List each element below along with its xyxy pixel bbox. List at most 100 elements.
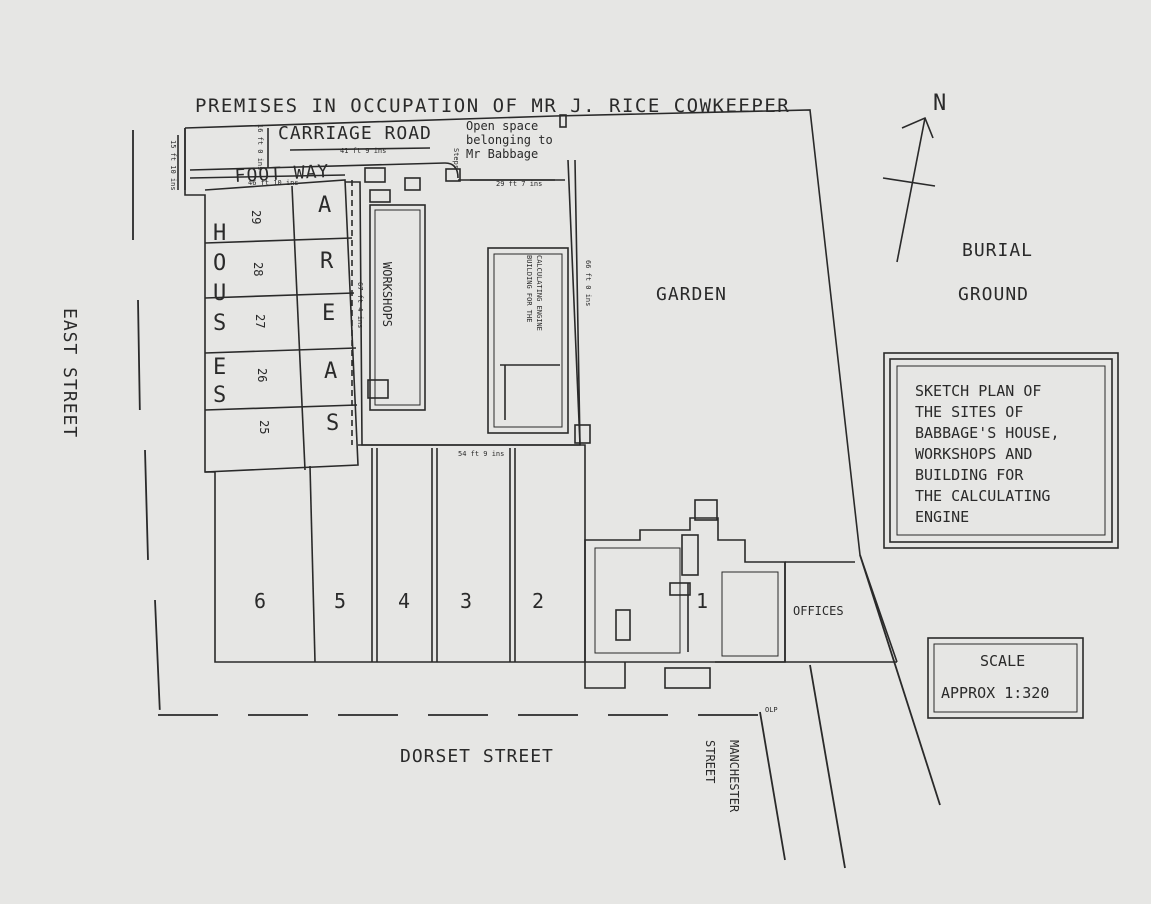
engine-building-label-1: BUILDING FOR THE: [525, 255, 533, 322]
north-arrow-crossbar: [882, 177, 936, 187]
house-divider: [204, 292, 355, 299]
house-divider: [204, 347, 357, 354]
house-number: 26: [255, 368, 269, 382]
north-label: N: [933, 91, 946, 116]
houses-letter: U: [213, 281, 226, 306]
scale-box-inner: [933, 643, 1078, 713]
house-chimney: [669, 582, 691, 596]
plot-number: 6: [254, 589, 266, 613]
engine-east-wall: [567, 159, 581, 446]
north-arrow-shaft: [896, 117, 926, 263]
house-back-stair: [615, 609, 631, 641]
title-box-outer: [883, 352, 1119, 549]
dim-carriage-width-label: 16 ft 0 ins: [256, 124, 264, 170]
scale-title: SCALE: [980, 652, 1025, 670]
house-front-step: [584, 662, 626, 689]
plot-divider: [371, 448, 378, 662]
manchester-street-west: [759, 711, 786, 861]
houses-letter: S: [213, 383, 226, 408]
plot-divider: [431, 448, 438, 662]
carriage-road-label: CARRIAGE ROAD: [278, 123, 432, 144]
house-rear-steps: [694, 499, 718, 521]
house-stair: [681, 534, 699, 576]
garden-label: GARDEN: [656, 284, 727, 305]
box-frames: [883, 352, 1119, 719]
dim-open-space-label: 29 ft 7 ins: [496, 180, 542, 188]
plot-number: 4: [398, 589, 410, 613]
house-room-east: [721, 571, 779, 657]
plot-number: 5: [334, 589, 346, 613]
plot-divider: [309, 465, 316, 663]
engine-building-label-2: CALCULATING ENGINE: [535, 255, 543, 331]
open-space-label-1: Open space: [466, 119, 538, 133]
houses-letter: H: [213, 221, 226, 246]
house-number: 25: [257, 420, 271, 434]
title-line: ENGINE: [915, 508, 969, 526]
scale-value: APPROX 1:320: [941, 684, 1049, 702]
engine-building-inner: [493, 253, 563, 428]
offices-outline: [784, 561, 855, 662]
house-number: 27: [253, 314, 267, 328]
house-number: 29: [249, 210, 263, 224]
areas-letter: S: [326, 411, 339, 436]
plot-number: 3: [460, 589, 472, 613]
open-space-label-3: Mr Babbage: [466, 147, 538, 161]
plot-number: 2: [532, 589, 544, 613]
engine-partition: [500, 364, 560, 420]
plan-linework: [177, 109, 898, 689]
houses-letter: O: [213, 251, 226, 276]
workshops-building: [369, 204, 426, 411]
north-arrow: [882, 116, 936, 263]
workshop-steps: [364, 167, 386, 183]
dim-footway-length-label: 46 ft 10 ins: [248, 179, 299, 187]
manchester-street-label-1: MANCHESTER: [727, 740, 741, 813]
title-line: SKETCH PLAN OF: [915, 382, 1041, 400]
steps-block: [445, 168, 461, 182]
foot-way-label: FOOT WAY: [234, 161, 330, 187]
dim-workshop-length-label: 67 ft 4 ins: [356, 282, 364, 328]
areas-letter: A: [324, 359, 337, 384]
areas-letter: R: [320, 249, 334, 274]
title-box-inner: [896, 365, 1106, 536]
house-divider: [204, 404, 358, 411]
manchester-street-east: [809, 664, 846, 869]
houses-letter: E: [213, 355, 226, 380]
street-lines: [132, 130, 941, 869]
engine-building: [487, 247, 569, 434]
open-space-label-2: belonging to: [466, 133, 553, 147]
dim-left-depth-label: 15 ft 10 ins: [169, 140, 177, 191]
workshops-inner-wall: [374, 209, 421, 406]
burial-ground-label-1: BURIAL: [962, 240, 1033, 261]
manchester-street-label-2: STREET: [703, 740, 717, 783]
north-arrow-head: [901, 116, 934, 139]
dim-bottom-width-label: 54 ft 9 ins: [458, 450, 504, 458]
workshops-label: WORKSHOPS: [380, 262, 394, 327]
east-street-line: [132, 130, 161, 716]
plot-divider: [509, 448, 516, 662]
dim-engine-length-label: 66 ft 0 ins: [584, 260, 592, 306]
burial-ground-label-2: GROUND: [958, 284, 1029, 305]
babbage-house-number: 1: [696, 589, 708, 613]
title-line: THE CALCULATING: [915, 487, 1050, 505]
house-room-west: [594, 547, 681, 654]
house-divider: [204, 237, 353, 244]
house-entrance-steps: [664, 667, 711, 689]
title-line: BABBAGE'S HOUSE,: [915, 424, 1060, 442]
olp-label: OLP: [765, 706, 778, 714]
title-line: WORKSHOPS AND: [915, 445, 1032, 463]
workshop-pier: [404, 177, 421, 191]
title-box-middle: [889, 358, 1113, 543]
workshop-porch: [369, 189, 391, 203]
east-street-label: EAST STREET: [59, 308, 80, 438]
wall-pier: [574, 424, 591, 444]
foot-way-north-edge: [189, 174, 346, 179]
dim-carriage-length-label: 41 ft 9 ins: [340, 147, 386, 155]
areas-letter: E: [322, 301, 335, 326]
steps-label: Steps: [452, 148, 460, 169]
dorset-street-label: DORSET STREET: [400, 746, 554, 767]
title-line: BUILDING FOR: [915, 466, 1024, 484]
house-number: 28: [251, 262, 265, 276]
dim-carriage-length: [289, 147, 431, 151]
